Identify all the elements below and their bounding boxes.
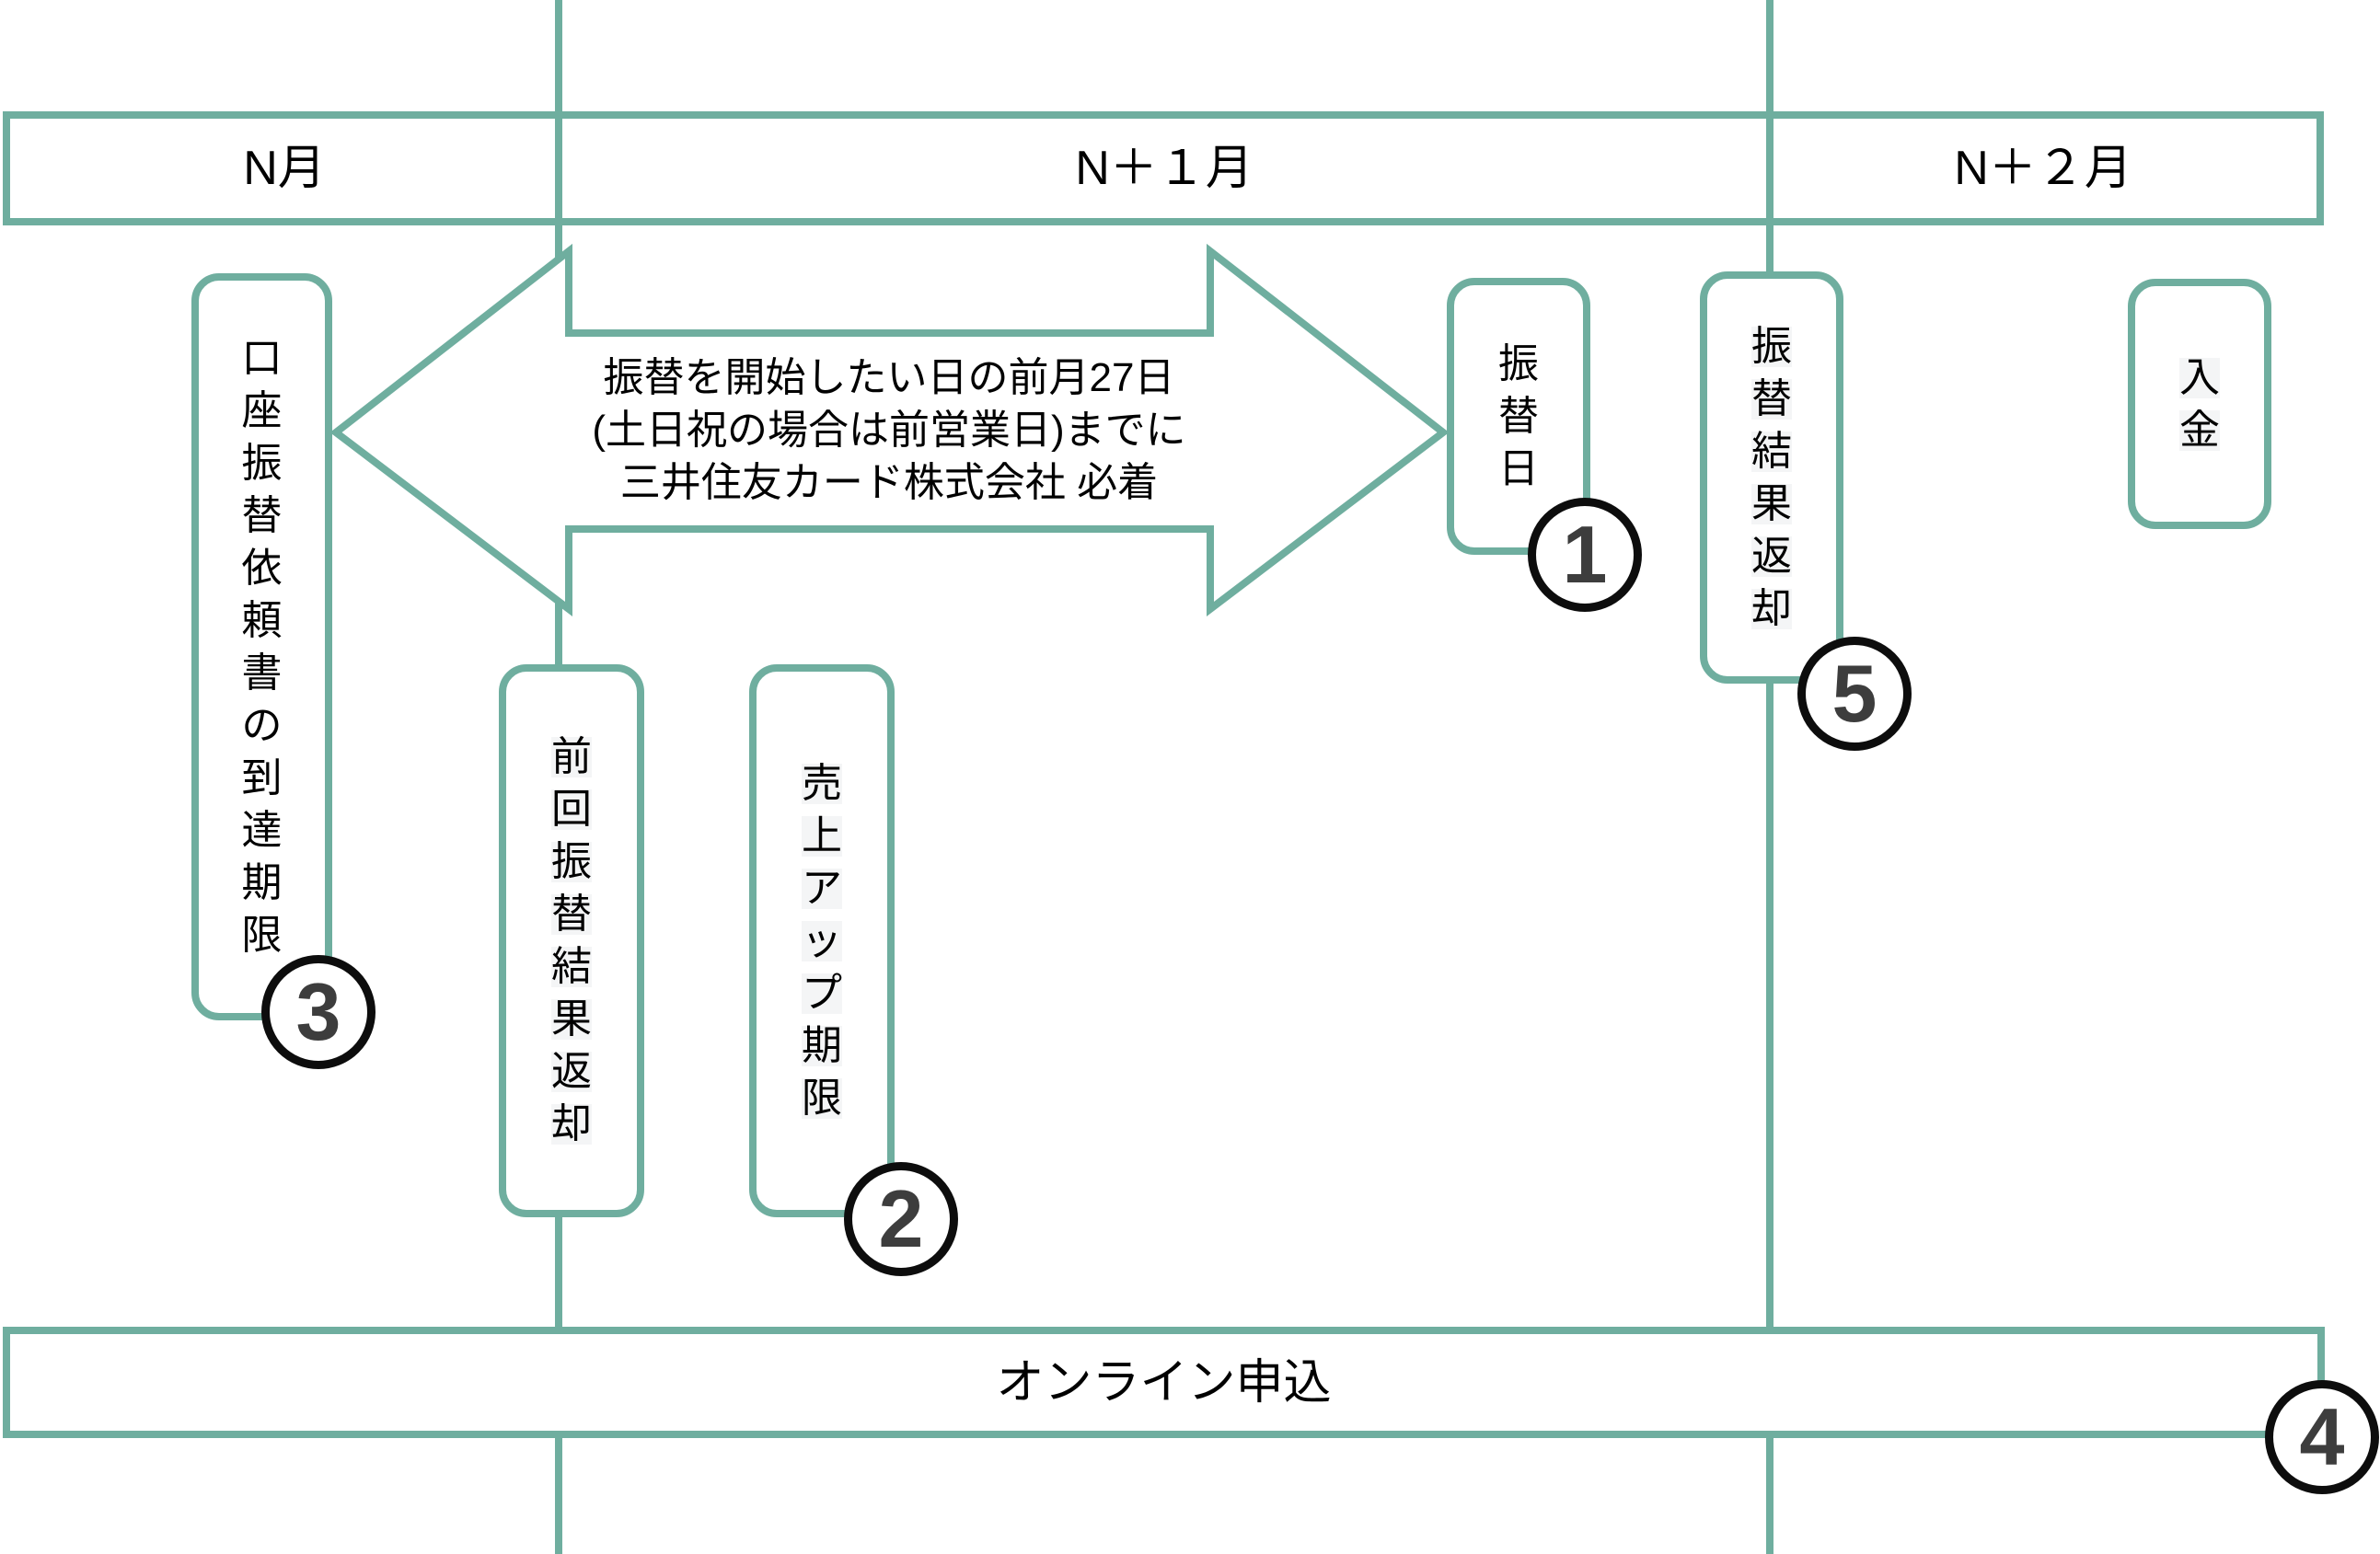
step-circle-1-digit: 1 xyxy=(1562,509,1608,600)
box-transfer-result-return: 振替結果返却 xyxy=(1700,271,1843,684)
box-deposit: 入金 xyxy=(2128,279,2271,529)
box-previous-transfer-result-return-label: 前回振替結果返却 xyxy=(551,734,592,1146)
month-header-n1-label: N＋１月 xyxy=(1075,142,1254,195)
arrow-caption-line2: (土日祝の場合は前営業日)までに xyxy=(592,408,1186,453)
step-circle-3: 3 xyxy=(261,955,375,1069)
month-header-row: N月 N＋１月 N＋２月 xyxy=(3,111,2324,225)
month-header-n-label: N月 xyxy=(243,142,326,195)
step-circle-5-digit: 5 xyxy=(1831,648,1877,739)
step-circle-5: 5 xyxy=(1797,637,1912,751)
box-transfer-result-return-label: 振替結果返却 xyxy=(1751,323,1792,631)
step-circle-2-digit: 2 xyxy=(878,1173,924,1264)
online-application-label: オンライン申込 xyxy=(996,1355,1332,1410)
arrow-caption: 振替を開始したい日の前月27日 (土日祝の場合は前営業日)までに 三井住友カード… xyxy=(424,351,1354,509)
month-header-n2-label: N＋２月 xyxy=(1954,142,2132,195)
month-divider-line-2 xyxy=(1766,0,1773,1554)
box-sales-up-deadline-label: 売上アップ期限 xyxy=(802,760,842,1121)
step-circle-2: 2 xyxy=(844,1162,958,1276)
box-request-form-arrival-deadline-label: 口座振替依頼書の到達期限 xyxy=(241,335,283,958)
arrow-caption-line3: 三井住友カード株式会社 必着 xyxy=(619,460,1159,505)
box-request-form-arrival-deadline: 口座振替依頼書の到達期限 xyxy=(191,273,332,1020)
month-header-n: N月 xyxy=(10,119,559,218)
box-previous-transfer-result-return: 前回振替結果返却 xyxy=(499,664,644,1217)
box-transfer-day: 振替日 xyxy=(1447,278,1590,555)
online-application-bar: オンライン申込 xyxy=(3,1327,2325,1438)
month-header-n2: N＋２月 xyxy=(1770,119,2316,218)
step-circle-3-digit: 3 xyxy=(295,966,341,1057)
double-arrow xyxy=(329,243,1450,617)
step-circle-4: 4 xyxy=(2265,1380,2379,1494)
arrow-caption-line1: 振替を開始したい日の前月27日 xyxy=(603,355,1175,400)
step-circle-1: 1 xyxy=(1528,498,1642,612)
double-arrow-shape xyxy=(329,243,1450,617)
box-sales-up-deadline: 売上アップ期限 xyxy=(749,664,895,1217)
box-transfer-day-label: 振替日 xyxy=(1498,340,1539,491)
month-header-n1: N＋１月 xyxy=(559,119,1770,218)
box-deposit-label: 入金 xyxy=(2179,354,2220,453)
step-circle-4-digit: 4 xyxy=(2299,1391,2345,1482)
